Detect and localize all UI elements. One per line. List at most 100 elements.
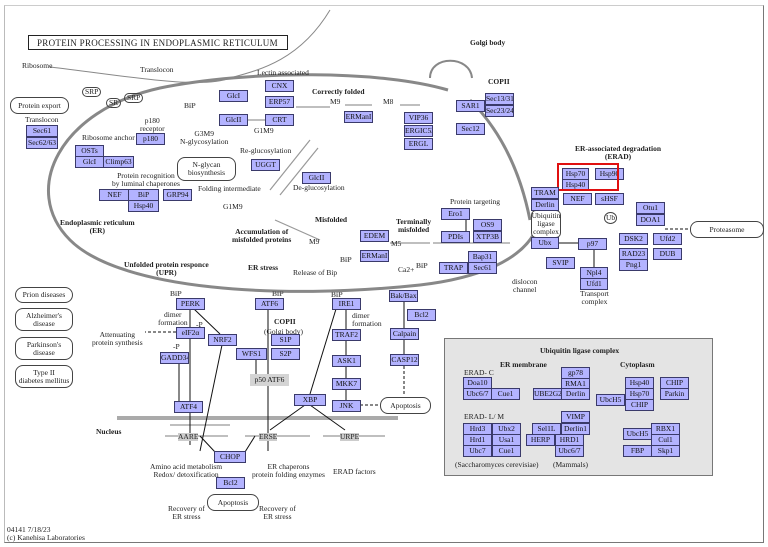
gene-climp63[interactable]: Climp63 [103, 156, 134, 168]
label-p180-receptor: p180 receptor [140, 116, 165, 133]
proteasome-link[interactable]: Proteasome [690, 221, 764, 238]
type2-diabetes-link[interactable]: Type II diabetes mellitus [15, 365, 73, 388]
gene-vip36[interactable]: VIP36 [404, 112, 433, 124]
compound-p50-atf6[interactable]: p50 ATF6 [250, 374, 289, 386]
gene-ergic53[interactable]: ERGIC53 [404, 125, 433, 137]
gene-casp12[interactable]: CASP12 [390, 354, 419, 366]
gene-ubc6-7[interactable]: Ubc6/7 [463, 388, 492, 400]
gene-wfs1[interactable]: WFS1 [236, 348, 267, 360]
parkinsons-disease-link[interactable]: Parkinson's disease [15, 337, 73, 360]
gene-chip[interactable]: CHIP [625, 399, 654, 411]
gene-ero1[interactable]: Ero1 [441, 208, 470, 220]
apoptosis-link[interactable]: Apoptosis [207, 494, 259, 511]
gene-pdis[interactable]: PDIs [441, 231, 470, 243]
apoptosis-link[interactable]: Apoptosis [380, 397, 431, 414]
gene-eif2a[interactable]: eIF2α [176, 327, 205, 339]
gene-ergl[interactable]: ERGL [404, 138, 433, 150]
gene-p180[interactable]: p180 [136, 133, 165, 145]
gene-tram[interactable]: TRAM [531, 187, 559, 199]
gene-perk[interactable]: PERK [176, 298, 205, 310]
gene-grp94[interactable]: GRP94 [163, 189, 192, 201]
gene-ubc7[interactable]: Ubc7 [463, 445, 492, 457]
gene-traf2[interactable]: TRAF2 [332, 329, 361, 341]
gene-sec61[interactable]: Sec61 [468, 262, 497, 274]
gene-derlin[interactable]: Derlin [561, 388, 590, 400]
gene-dsk2[interactable]: DSK2 [619, 233, 648, 245]
gene-ubx[interactable]: Ubx [531, 237, 559, 249]
gene-ask1[interactable]: ASK1 [332, 355, 361, 367]
gene-shsf[interactable]: sHSF [595, 193, 624, 205]
gene-ire1[interactable]: IRE1 [332, 298, 361, 310]
gene-ubch5[interactable]: UbcH5 [623, 428, 652, 440]
label-erad-lm: ERAD- L/ M [464, 412, 504, 421]
gene-cue1[interactable]: Cue1 [491, 388, 520, 400]
gene-hsp90[interactable]: Hsp90 [595, 168, 624, 180]
gene-ubc6-7[interactable]: Ubc6/7 [555, 445, 584, 457]
gene-herp[interactable]: HERP [526, 434, 555, 446]
gene-chop[interactable]: CHOP [214, 451, 246, 463]
ubiquitin-ligase-complex[interactable]: Ubiquitin ligase complex [531, 210, 561, 238]
gene-bcl2[interactable]: Bcl2 [407, 309, 436, 321]
label-accumulation: Accumulation of misfolded proteins [232, 227, 292, 244]
gene-glcii[interactable]: GlcII [302, 172, 331, 184]
gene-sec61[interactable]: Sec61 [26, 125, 58, 137]
gene-glci[interactable]: GlcI [219, 90, 248, 102]
gene-doa1[interactable]: DOA1 [636, 214, 665, 226]
ribosome-strand [49, 9, 331, 83]
gene-gadd34[interactable]: GADD34 [160, 352, 189, 364]
n-glycan-biosynthesis-link[interactable]: N-glycan biosynthesis [177, 157, 236, 181]
gene-trap[interactable]: TRAP [439, 262, 468, 274]
gene-sec12[interactable]: Sec12 [456, 123, 485, 135]
gene-mkk7[interactable]: MKK7 [332, 378, 361, 390]
gene-calpain[interactable]: Calpain [390, 328, 419, 340]
gene-glcii[interactable]: GlcII [219, 114, 248, 126]
gene-nef[interactable]: NEF [563, 193, 592, 205]
gene-png1[interactable]: Png1 [619, 259, 648, 271]
gene-dub[interactable]: DUB [653, 248, 682, 260]
gene-svip[interactable]: SVIP [546, 257, 575, 269]
gene-os9[interactable]: OS9 [473, 219, 502, 231]
gene-ufd2[interactable]: Ufd2 [653, 233, 682, 245]
gene-sar1[interactable]: SAR1 [456, 100, 485, 112]
gene-sec23-24[interactable]: Sec23/24 [485, 105, 514, 117]
gene-s2p[interactable]: S2P [271, 348, 300, 360]
gene-xbp[interactable]: XBP [294, 394, 326, 406]
gene-ermani[interactable]: ERManI [344, 111, 373, 123]
gene-s1p[interactable]: S1P [271, 334, 300, 346]
gene-crt[interactable]: CRT [265, 114, 294, 126]
gene-uggt[interactable]: UGGT [251, 159, 280, 171]
label-dislocon-channel: dislocon channel [512, 277, 538, 294]
gene-xtp3b[interactable]: XTP3B [473, 231, 502, 243]
label-er-chaperons: ER chaperons protein folding enzymes [252, 462, 325, 479]
gene-parkin[interactable]: Parkin [660, 388, 689, 400]
gene-skp1[interactable]: Skp1 [651, 445, 680, 457]
gene-atf6[interactable]: ATF6 [255, 298, 284, 310]
gene-ufd1[interactable]: Ufd1 [580, 278, 608, 290]
gene-otu1[interactable]: Otu1 [636, 202, 665, 214]
gene-sec62-63[interactable]: Sec62/63 [26, 137, 58, 149]
alzheimers-disease-link[interactable]: Alzheimer's disease [15, 308, 73, 331]
gene-glci[interactable]: GlcI [75, 156, 104, 168]
gene-hsp40[interactable]: Hsp40 [128, 200, 159, 212]
label-er-membrane: ER membrane [500, 360, 547, 369]
gene-cue1[interactable]: Cue1 [492, 445, 521, 457]
gene-atf4[interactable]: ATF4 [174, 401, 203, 413]
gene-ube2g2[interactable]: UBE2G2 [533, 388, 562, 400]
gene-cnx[interactable]: CNX [265, 80, 294, 92]
gene-bcl2[interactable]: Bcl2 [216, 477, 245, 489]
protein-export-link[interactable]: Protein export [10, 97, 69, 114]
gene-nef[interactable]: NEF [99, 189, 130, 201]
gene-ermani[interactable]: ERManI [360, 250, 389, 262]
gene-vimp[interactable]: VIMP [561, 411, 590, 423]
gene-ubch5[interactable]: UbcH5 [596, 394, 625, 406]
gene-fbp[interactable]: FBP [623, 445, 652, 457]
gene-erp57[interactable]: ERP57 [265, 96, 294, 108]
gene-jnk[interactable]: JNK [332, 400, 361, 412]
prion-diseases-link[interactable]: Prion diseases [15, 287, 73, 303]
gene-edem[interactable]: EDEM [360, 230, 389, 242]
gene-bak-bax[interactable]: Bak/Bax [389, 290, 418, 302]
gene-derlin[interactable]: Derlin [531, 199, 559, 211]
gene-p97[interactable]: p97 [578, 238, 607, 250]
gene-sec13-31[interactable]: Sec13/31 [485, 93, 514, 105]
gene-nrf2[interactable]: NRF2 [208, 334, 237, 346]
